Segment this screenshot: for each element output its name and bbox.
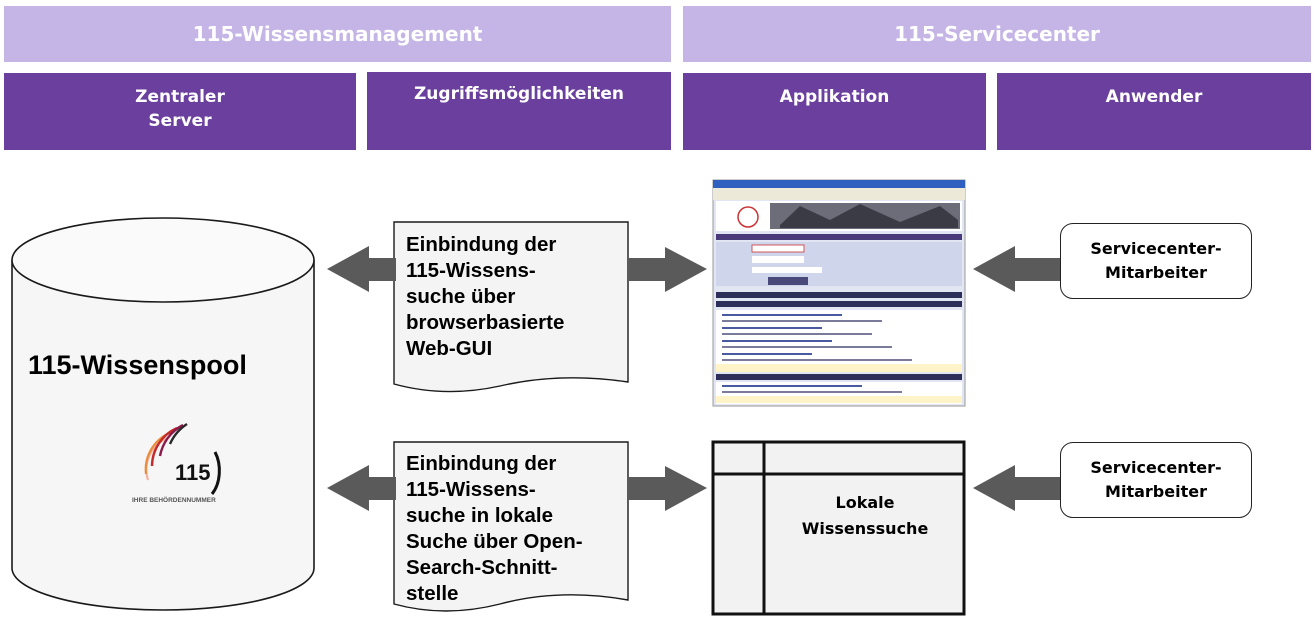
text-line: Web-GUI [406, 337, 493, 360]
column-label: Applikation [779, 87, 890, 107]
logo-caption: IHRE BEHÖRDENNUMMER [132, 495, 216, 504]
text-line: Suche über Open- [406, 530, 583, 553]
local-search-window [711, 440, 966, 616]
double-arrow-icon [628, 247, 707, 292]
header-servicecenter: 115-Servicecenter [683, 6, 1311, 62]
text-line: Servicecenter- [1090, 239, 1222, 258]
cylinder-icon [11, 217, 315, 611]
text-line: Einbindung der [406, 233, 557, 256]
access-web-gui-text: Einbindung der 115-Wissens- suche über b… [406, 232, 564, 362]
column-anwender: Anwender [997, 73, 1311, 150]
pool-title: 115-Wissenspool [28, 350, 247, 380]
logo-number: 115 [175, 460, 211, 485]
left-arrow-icon [973, 465, 1062, 511]
column-zentraler-server: Zentraler Server [4, 73, 356, 150]
access-opensearch-text: Einbindung der 115-Wissens- suche in lok… [406, 451, 583, 607]
column-label: Server [148, 111, 212, 131]
user-box-servicecenter-mitarbeiter: Servicecenter- Mitarbeiter [1060, 442, 1252, 518]
document-shape-bottom [393, 441, 629, 612]
document-shape-top [393, 221, 629, 393]
left-arrow-icon [973, 246, 1062, 292]
header-wissensmanagement: 115-Wissensmanagement [4, 6, 671, 62]
text-line: browserbasierte [406, 311, 565, 334]
user-box-servicecenter-mitarbeiter: Servicecenter- Mitarbeiter [1060, 223, 1252, 299]
column-applikation: Applikation [683, 73, 986, 150]
text-line: Search-Schnitt- [406, 556, 558, 579]
text-line: suche über [406, 285, 516, 308]
column-zugriffsmoeglichkeiten: Zugriffsmöglichkeiten [367, 72, 671, 150]
double-arrow-icon [628, 466, 707, 511]
text-line: Wissenssuche [801, 519, 929, 538]
text-line: Servicecenter- [1090, 458, 1222, 477]
web-gui-screenshot-icon [712, 179, 966, 407]
double-arrow-icon [327, 246, 396, 292]
double-arrow-icon [327, 465, 396, 511]
text-line: Mitarbeiter [1105, 263, 1207, 282]
text-line: 115-Wissens- [406, 259, 536, 282]
115-logo-icon: 115 IHRE BEHÖRDENNUMMER [132, 422, 221, 504]
text-line: suche in lokale [406, 504, 553, 527]
text-line: stelle [406, 582, 459, 605]
column-label: Anwender [1105, 87, 1203, 107]
text-line: Lokale [835, 493, 895, 512]
text-line: Mitarbeiter [1105, 482, 1207, 501]
text-line: 115-Wissens- [406, 478, 536, 501]
column-label: Zentraler [135, 87, 225, 107]
column-label: Zugriffsmöglichkeiten [413, 84, 625, 104]
local-search-label: Lokale Wissenssuche [766, 490, 964, 542]
text-line: Einbindung der [406, 452, 557, 475]
